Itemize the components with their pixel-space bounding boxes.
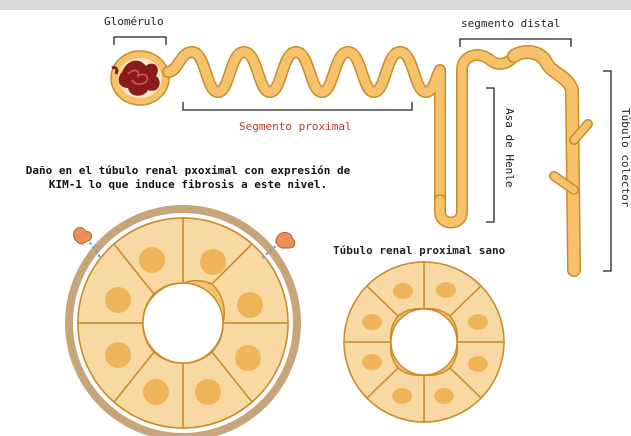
healthy-tubule-label: Túbulo renal proximal sano [333, 244, 505, 257]
glomerulus-icon [111, 51, 169, 105]
asa-de-henle-bracket [486, 88, 494, 222]
segmento-proximal-bracket [183, 102, 412, 110]
glomerulo-bracket [114, 37, 166, 45]
damage-caption-line2: KIM-1 lo que induce fibrosis a este nive… [8, 178, 368, 192]
segmento-proximal-label: Segmento proximal [239, 120, 352, 133]
glomerulo-label: Glomérulo [104, 15, 164, 28]
tubulo-colector-label: Túbulo colector [619, 108, 631, 207]
healthy-tubule-cross-section [344, 262, 504, 422]
damaged-tubule-cross-section [65, 205, 301, 436]
damage-caption: Daño en el túbulo renal pxoximal con exp… [8, 164, 368, 192]
segmento-distal-label: segmento distal [461, 17, 560, 30]
tubulo-colector-bracket [603, 71, 611, 271]
asa-de-henle-label: Asa de Henle [503, 108, 516, 187]
damage-caption-line1: Daño en el túbulo renal pxoximal con exp… [8, 164, 368, 178]
segmento-distal-bracket [460, 39, 571, 47]
kim1-receptor-icon [74, 228, 100, 258]
